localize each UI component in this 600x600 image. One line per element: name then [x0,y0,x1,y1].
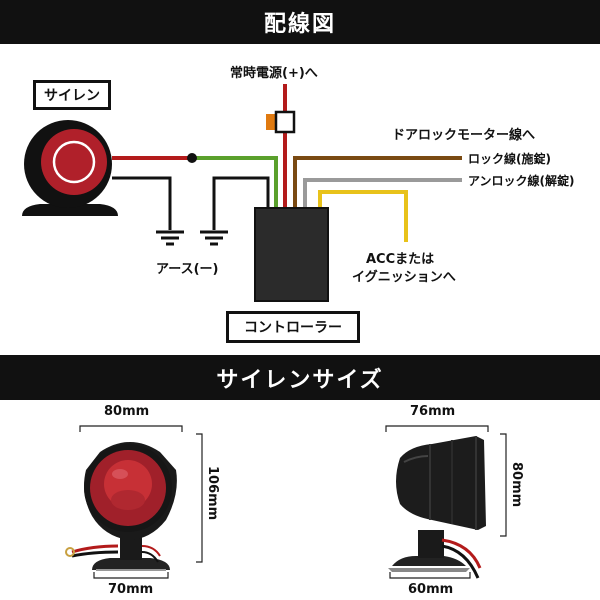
front-top-dimension: 80mm [104,404,150,419]
front-side-dimension: 106mm [205,466,220,521]
front-bottom-dim-line [93,572,169,579]
front-top-dim-line [79,425,183,432]
front-siren-icon [65,442,177,571]
side-top-dimension: 76mm [410,404,456,419]
controller-label: コントローラー [244,320,342,336]
lock-wire-label: ロック線(施錠) [468,152,551,166]
power-label: 常時電源(+)へ [230,66,318,81]
controller-label-box: コントローラー [226,311,360,343]
front-bottom-dimension: 70mm [108,582,154,597]
controller-ground-wire [212,176,270,230]
side-top-dim-line [385,425,489,432]
acc-label-line1: ACCまたは [366,252,435,267]
side-siren-icon [388,436,486,579]
side-bottom-dim-line [389,572,471,579]
siren-label-box: サイレン [33,80,111,110]
wiring-header: 配線図 [0,0,600,44]
unlock-gray-wire [303,178,462,208]
side-side-dim-line [500,433,507,537]
junction-dot [187,153,197,163]
door-lock-label: ドアロックモーター線へ [392,128,536,143]
acc-label-line2: イグニッションへ [352,270,456,285]
siren-black-wire [112,176,172,230]
lock-brown-wire [293,156,462,208]
size-header-title: サイレンサイズ [216,367,384,393]
ground-symbol-left [156,230,184,246]
siren-green-wire [192,156,278,208]
siren-icon [22,120,118,216]
acc-yellow-wire [318,190,408,242]
unlock-wire-label: アンロック線(解錠) [468,174,575,188]
front-side-dim-line [196,433,203,563]
controller-box [254,207,329,302]
ground-symbol-right [200,230,228,246]
side-side-dimension: 80mm [509,462,524,508]
ground-label: アース(ー) [156,262,219,277]
size-header: サイレンサイズ [0,355,600,400]
side-bottom-dimension: 60mm [408,582,454,597]
fuse-icon [266,110,296,134]
wiring-header-title: 配線図 [263,12,336,37]
siren-label: サイレン [44,88,100,104]
wiring-diagram [22,84,462,302]
